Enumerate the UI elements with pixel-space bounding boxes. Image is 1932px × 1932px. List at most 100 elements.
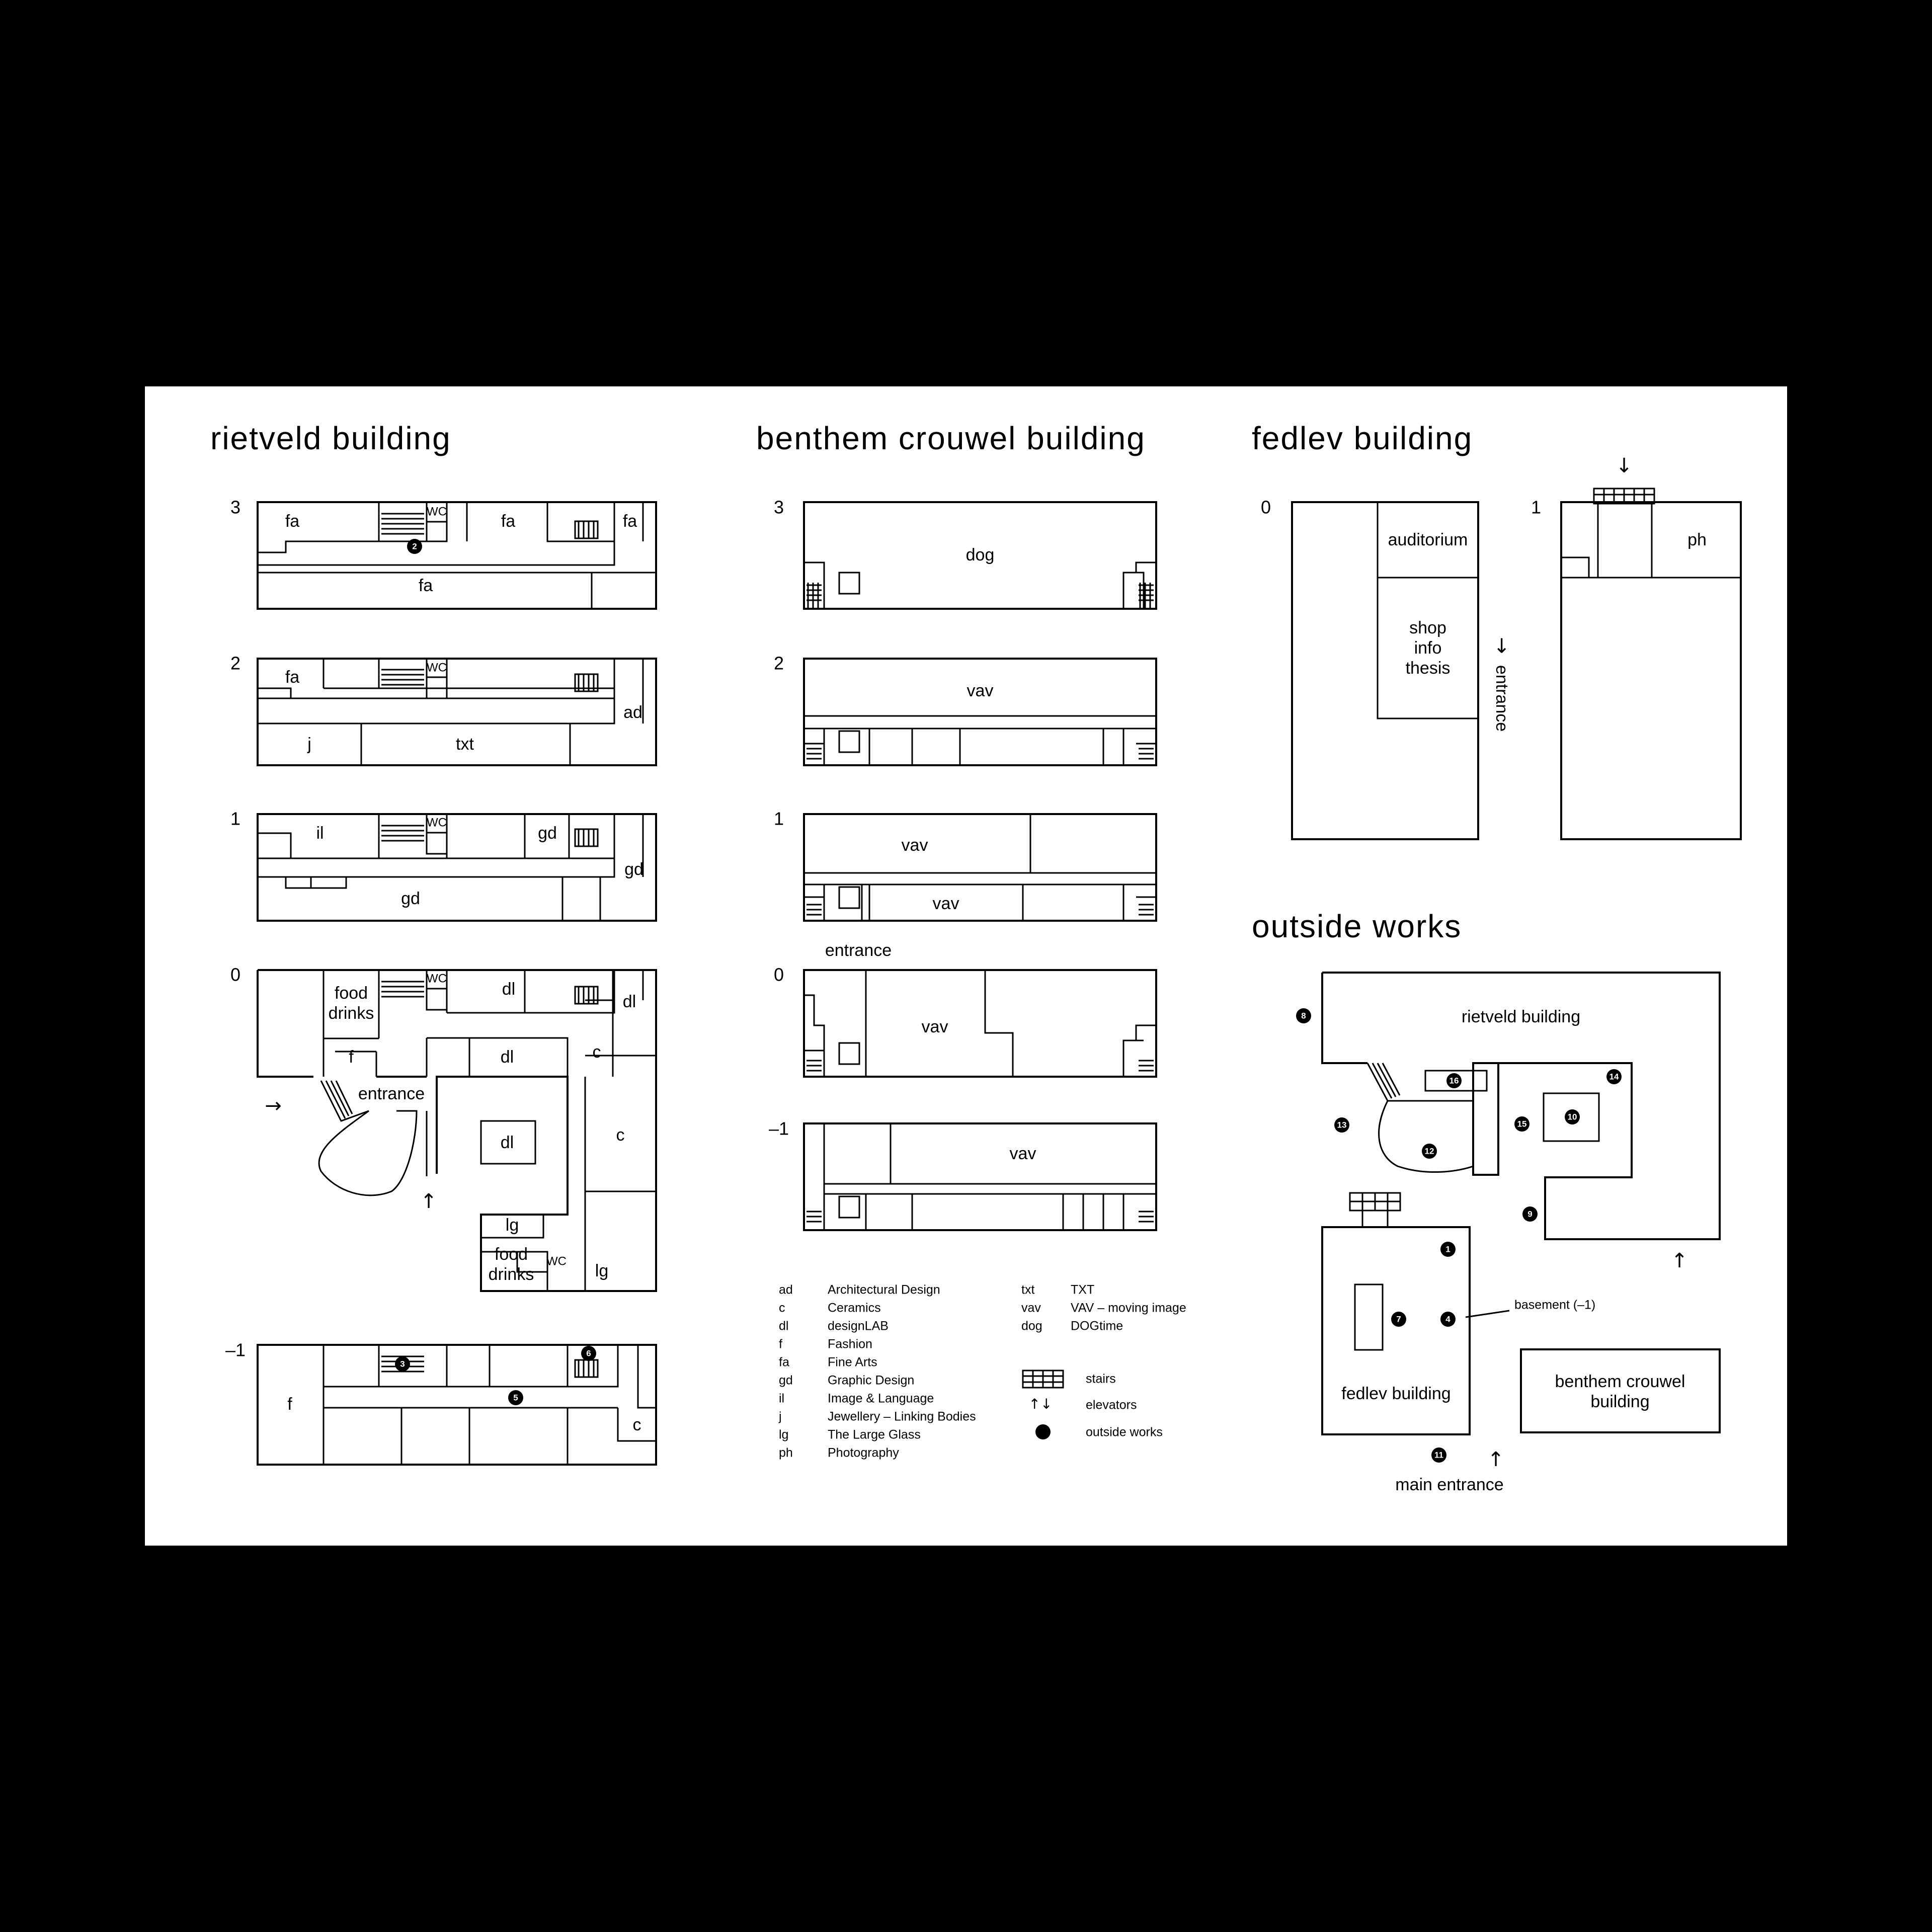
room-label: vav [902, 836, 928, 855]
room-label: dl [502, 980, 515, 999]
fedlev-title: fedlev building [1252, 420, 1473, 456]
legend-name: Architectural Design [828, 1283, 940, 1297]
legend-code: c [779, 1301, 785, 1315]
room-label: fa [419, 576, 433, 595]
marker-number: 12 [1425, 1147, 1434, 1156]
entrance-arrow-icon: → [1490, 637, 1513, 654]
marker-number: 14 [1609, 1072, 1619, 1082]
marker-number: 9 [1527, 1210, 1532, 1219]
outside-work-marker [1422, 1144, 1437, 1159]
legend-name: TXT [1071, 1283, 1094, 1297]
benthem-floor-1: 1 vav vav entrance [774, 809, 1157, 960]
room-label: dl [501, 1133, 514, 1152]
benthem-floor-minus-1: –1 vav [769, 1118, 1157, 1231]
legend-name: DOGtime [1071, 1319, 1123, 1333]
floor-label: –1 [769, 1118, 789, 1139]
floor-label: 3 [230, 497, 240, 518]
wc-label: WC [427, 816, 447, 829]
floor-label: 0 [774, 964, 784, 985]
outside-work-marker [1296, 1008, 1311, 1023]
marker-number: 5 [513, 1393, 518, 1403]
outside-work-marker [1522, 1206, 1538, 1222]
room-label: drinks [329, 1004, 374, 1023]
building-label: fedlev building [1341, 1384, 1451, 1403]
campus-floor-plans: rietveld building benthem crouwel buildi… [210, 420, 1742, 1494]
fedlev-floor-1: 1 ↓ ph [1531, 454, 1742, 840]
room-label: c [633, 1415, 641, 1434]
benthem-title: benthem crouwel building [756, 420, 1146, 456]
legend-code: j [778, 1410, 782, 1424]
legend-code: vav [1021, 1301, 1041, 1315]
marker-number: 10 [1568, 1112, 1577, 1122]
legend-name: designLAB [828, 1319, 889, 1333]
legend-symbols: stairs ↑↓ elevators outside works [1022, 1370, 1163, 1439]
room-label: c [593, 1042, 601, 1062]
room-label: f [349, 1048, 354, 1067]
outside-work-marker [1565, 1109, 1580, 1124]
benthem-floor-2: 2 vav [774, 653, 1157, 766]
room-label: thesis [1406, 659, 1451, 678]
wc-label: WC [427, 661, 447, 674]
room-label: vav [967, 681, 994, 700]
wc-label: WC [546, 1254, 567, 1268]
marker-number: 7 [1396, 1315, 1401, 1324]
fedlev-floor-0: 0 auditorium shop info thesis entrance → [1261, 497, 1513, 840]
room-label: lg [595, 1261, 608, 1280]
marker-number: 3 [400, 1359, 405, 1369]
marker-number: 6 [586, 1349, 591, 1358]
room-label: gd [401, 889, 420, 908]
room-label: dog [966, 545, 995, 565]
marker-number: 13 [1337, 1120, 1347, 1130]
outside-work-marker [1446, 1073, 1462, 1088]
legend-elevators-label: elevators [1086, 1398, 1137, 1412]
legend-name: Jewellery – Linking Bodies [828, 1410, 976, 1424]
legend-name: Ceramics [828, 1301, 881, 1315]
building-label: rietveld building [1462, 1007, 1580, 1026]
marker-number: 1 [1445, 1245, 1450, 1254]
main-entrance-label: main entrance [1395, 1475, 1503, 1494]
marker-number: 11 [1434, 1451, 1443, 1460]
rietveld-title: rietveld building [210, 420, 451, 456]
marker-number: 2 [412, 542, 417, 551]
entrance-arrow-icon: ↑ [1487, 1448, 1504, 1471]
room-label: dl [623, 992, 636, 1011]
legend-code: dog [1021, 1319, 1042, 1333]
room-label: c [616, 1125, 625, 1145]
elevators-icon: ↑↓ [1029, 1396, 1053, 1412]
legend-name: Image & Language [828, 1392, 934, 1406]
legend-code: lg [779, 1428, 788, 1442]
room-label: auditorium [1388, 530, 1468, 549]
outside-works-title: outside works [1252, 908, 1462, 944]
legend-name: Fashion [828, 1337, 872, 1351]
room-label: fa [623, 512, 637, 531]
floor-label: 1 [774, 809, 784, 829]
legend-name: Photography [828, 1446, 899, 1460]
outside-work-marker [1440, 1312, 1456, 1327]
entrance-arrow-icon: → [265, 1094, 282, 1117]
room-label: vav [1010, 1144, 1036, 1163]
room-label: txt [456, 735, 474, 754]
building-label: building [1590, 1392, 1649, 1411]
room-label: fa [285, 512, 299, 531]
room-label: shop [1409, 618, 1446, 637]
floor-label: 3 [774, 497, 784, 518]
rietveld-floor-2: 2 fa WC ad j txt [230, 653, 657, 766]
legend-name: The Large Glass [828, 1428, 921, 1442]
room-label: lg [506, 1216, 519, 1235]
outside-work-marker [395, 1356, 410, 1372]
legend-code: il [779, 1392, 784, 1406]
outside-work-marker [1334, 1117, 1349, 1133]
entrance-arrow-icon: ↑ [420, 1190, 437, 1213]
marker-number: 15 [1517, 1119, 1527, 1129]
wc-label: WC [427, 505, 447, 518]
marker-number: 16 [1450, 1076, 1459, 1086]
entrance-arrow-icon: ↓ [1616, 454, 1633, 477]
marker-number: 8 [1301, 1011, 1306, 1021]
legend-code: ph [779, 1446, 793, 1460]
floor-label: 0 [1261, 497, 1271, 518]
room-label: dl [501, 1048, 514, 1067]
marker-number: 4 [1445, 1315, 1451, 1324]
outside-work-marker [1440, 1242, 1456, 1257]
room-label: info [1414, 638, 1442, 658]
